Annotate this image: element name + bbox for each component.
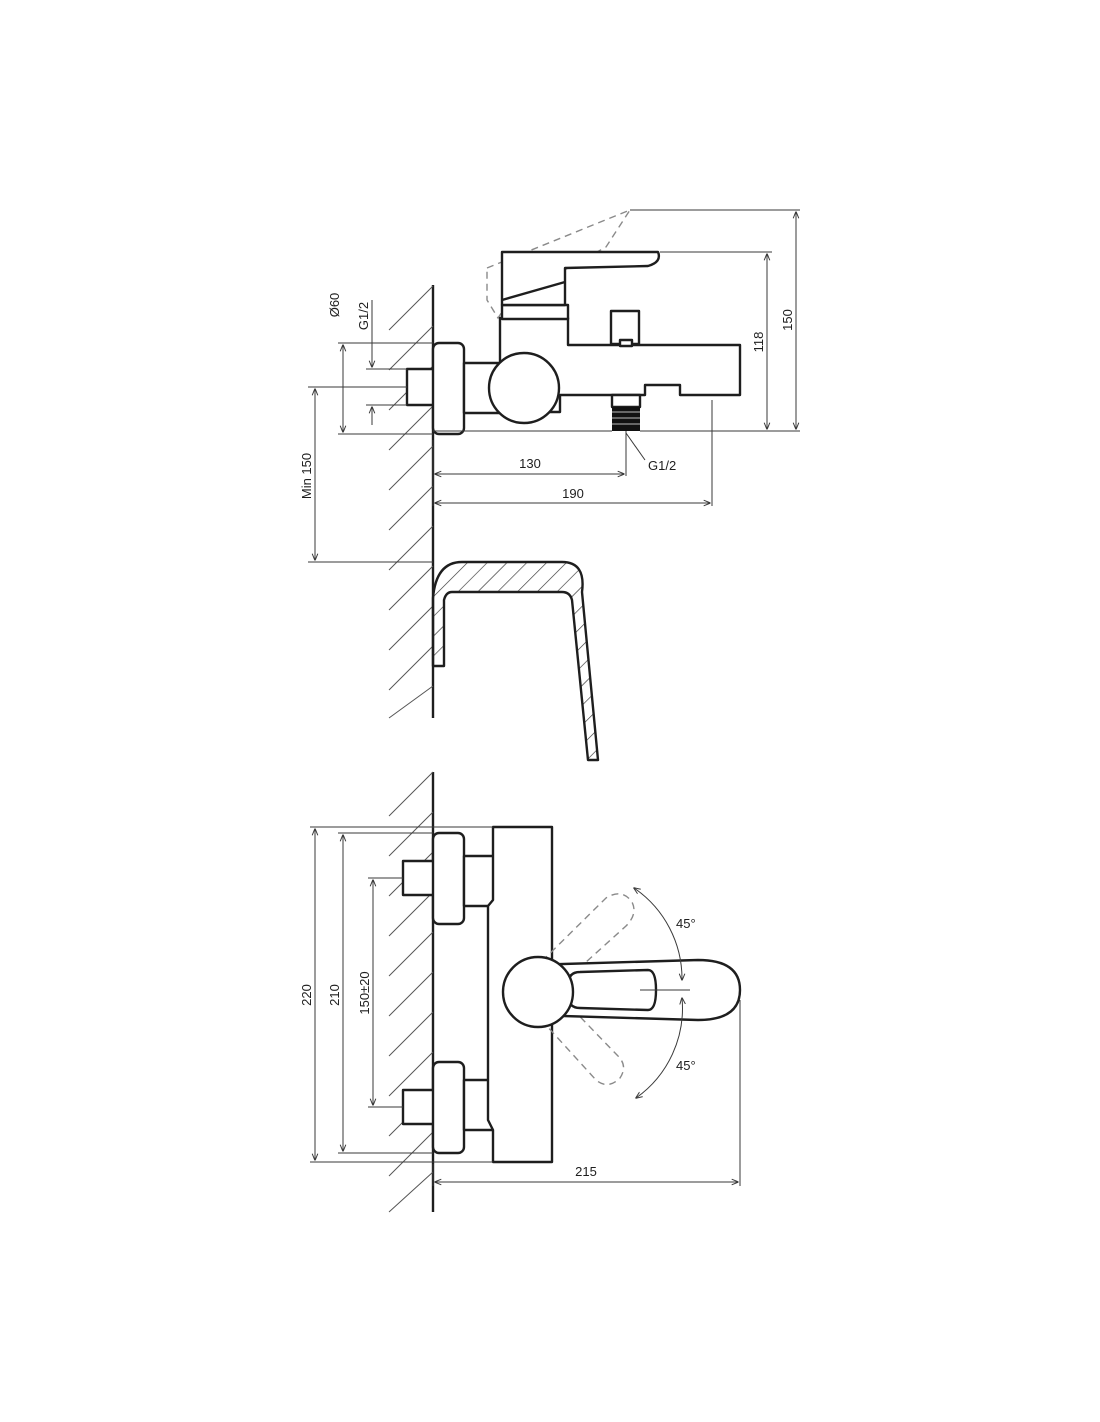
lever-ghost-positions — [524, 893, 635, 1086]
upper-inlet-pipe — [401, 859, 437, 897]
angle-lower: 45° — [676, 1058, 696, 1073]
lever-handle-top — [528, 958, 742, 1022]
lever-handle — [500, 250, 661, 307]
lever-ghost — [486, 208, 632, 320]
dim-body-height: 118 — [751, 332, 766, 353]
dim-inlet-spacing: 150±20 — [357, 971, 372, 1014]
inlet-pipe — [405, 367, 437, 407]
dim-outlet-distance: 130 — [519, 456, 541, 471]
wall-flange — [431, 341, 466, 436]
dim-min-height: Min 150 — [299, 453, 314, 499]
spout-section — [431, 560, 600, 762]
handle-knob — [487, 351, 561, 425]
side-view: 150 118 Ø60 G1/2 Min 150 130 G1/2 190 — [299, 208, 800, 762]
wall-lower — [388, 771, 435, 1213]
upper-flange — [431, 831, 466, 926]
dim-projection: 190 — [562, 486, 584, 501]
dim-depth: 215 — [575, 1164, 597, 1179]
dim-inlet-thread: G1/2 — [356, 302, 371, 330]
outlet-thread — [610, 393, 642, 431]
side-extension-lines — [308, 209, 800, 563]
lower-flange — [431, 1060, 466, 1155]
side-dimension-lines — [315, 212, 796, 560]
dim-outlet-thread: G1/2 — [648, 458, 676, 473]
dim-total-width: 220 — [299, 984, 314, 1006]
angle-upper: 45° — [676, 916, 696, 931]
top-view: 45° 45° 220 210 150±20 215 — [299, 771, 742, 1213]
top-extension-lines — [310, 826, 741, 1186]
dim-spout-height: 150 — [780, 309, 795, 331]
lower-inlet-pipe — [401, 1088, 437, 1126]
dim-body-width: 210 — [327, 984, 342, 1006]
handle-knob-top — [501, 955, 575, 1029]
dim-flange-diameter: Ø60 — [327, 293, 342, 318]
angle-arcs — [634, 888, 690, 1098]
cartridge-neck — [500, 303, 570, 321]
wall-upper — [388, 285, 435, 719]
top-dimension-lines — [315, 829, 738, 1182]
diverter-button — [609, 309, 641, 346]
